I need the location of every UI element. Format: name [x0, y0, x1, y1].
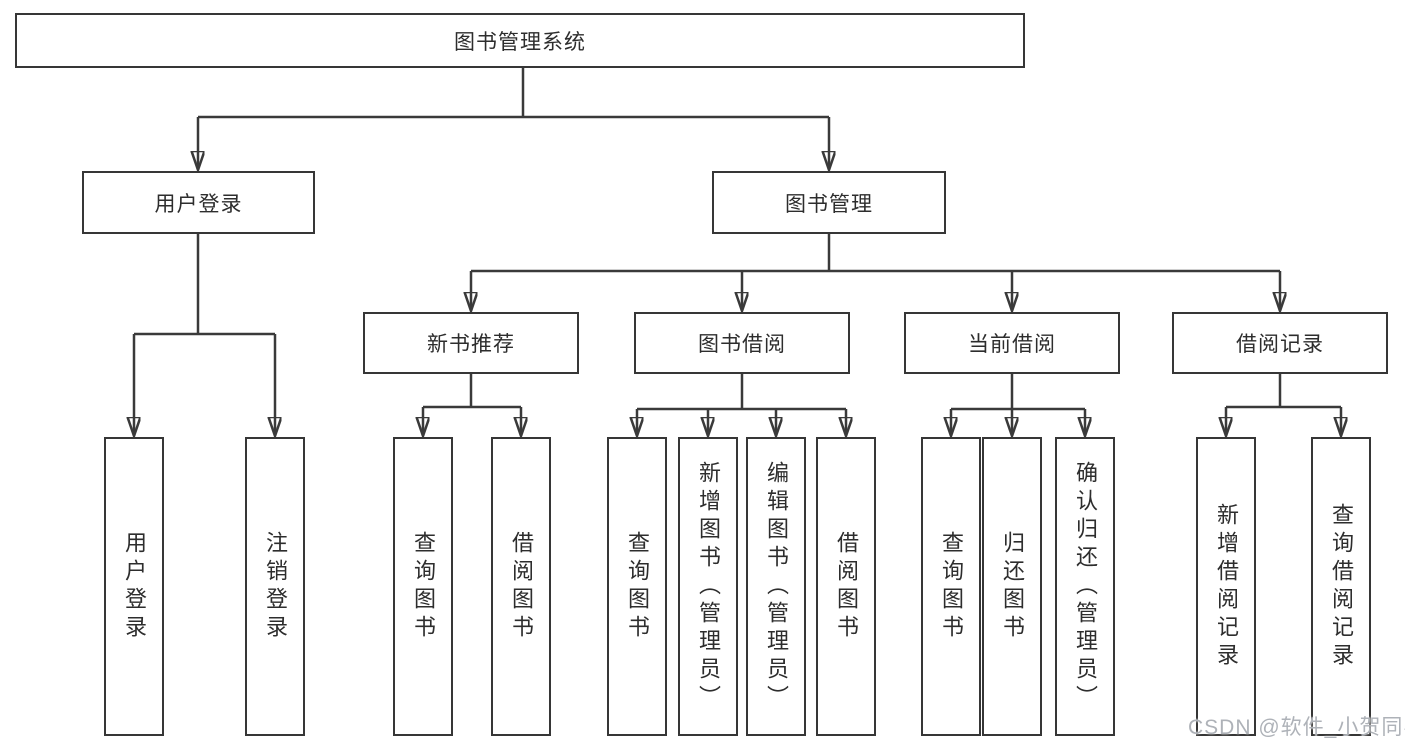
node-borrowing-records: 借阅记录: [1172, 312, 1388, 374]
leaf-user-login: 用户登录: [104, 437, 164, 736]
csdn-watermark: CSDN @软件_小贺同学: [1188, 716, 1405, 739]
node-borrowing-records-label: 借阅记录: [1236, 333, 1324, 356]
leaf-borrowing-add-books-admin: 新增图书（管理员）: [678, 437, 738, 736]
node-current-borrowing: 当前借阅: [904, 312, 1120, 374]
leaf-logout: 注销登录: [245, 437, 305, 736]
leaf-recommend-borrow-books-label: 借阅图书: [509, 530, 534, 643]
node-user-login: 用户登录: [82, 171, 315, 234]
leaf-borrowing-edit-books-admin-label: 编辑图书（管理员）: [764, 460, 789, 713]
leaf-recommend-query-books-label: 查询图书: [411, 530, 436, 643]
leaf-recommend-query-books: 查询图书: [393, 437, 453, 736]
leaf-user-login-label: 用户登录: [122, 530, 147, 643]
leaf-borrowing-query-books-label: 查询图书: [625, 530, 650, 643]
leaf-current-return-books: 归还图书: [982, 437, 1042, 736]
leaf-current-confirm-return-admin: 确认归还（管理员）: [1055, 437, 1115, 736]
leaf-records-query-record-label: 查询借阅记录: [1329, 502, 1354, 671]
node-new-book-recommendation: 新书推荐: [363, 312, 579, 374]
leaf-recommend-borrow-books: 借阅图书: [491, 437, 551, 736]
node-book-borrowing-label: 图书借阅: [698, 333, 786, 356]
leaf-current-confirm-return-admin-label: 确认归还（管理员）: [1073, 460, 1098, 713]
node-book-borrowing: 图书借阅: [634, 312, 850, 374]
node-book-management: 图书管理: [712, 171, 946, 234]
leaf-current-query-books-label: 查询图书: [939, 530, 964, 643]
leaf-borrowing-borrow-books: 借阅图书: [816, 437, 876, 736]
node-current-borrowing-label: 当前借阅: [968, 333, 1056, 356]
node-user-login-label: 用户登录: [154, 192, 243, 216]
node-book-management-label: 图书管理: [785, 192, 873, 216]
leaf-records-add-record: 新增借阅记录: [1196, 437, 1256, 736]
leaf-borrowing-edit-books-admin: 编辑图书（管理员）: [746, 437, 806, 736]
leaf-current-query-books: 查询图书: [921, 437, 981, 736]
leaf-borrowing-add-books-admin-label: 新增图书（管理员）: [696, 460, 721, 713]
node-new-book-recommendation-label: 新书推荐: [427, 333, 515, 356]
leaf-records-query-record: 查询借阅记录: [1311, 437, 1371, 736]
leaf-current-return-books-label: 归还图书: [1000, 530, 1025, 643]
leaf-records-add-record-label: 新增借阅记录: [1214, 502, 1239, 671]
leaf-logout-label: 注销登录: [263, 530, 288, 643]
leaf-borrowing-borrow-books-label: 借阅图书: [834, 530, 859, 643]
node-library-system: 图书管理系统: [15, 13, 1025, 68]
node-library-system-label: 图书管理系统: [454, 30, 586, 54]
leaf-borrowing-query-books: 查询图书: [607, 437, 667, 736]
